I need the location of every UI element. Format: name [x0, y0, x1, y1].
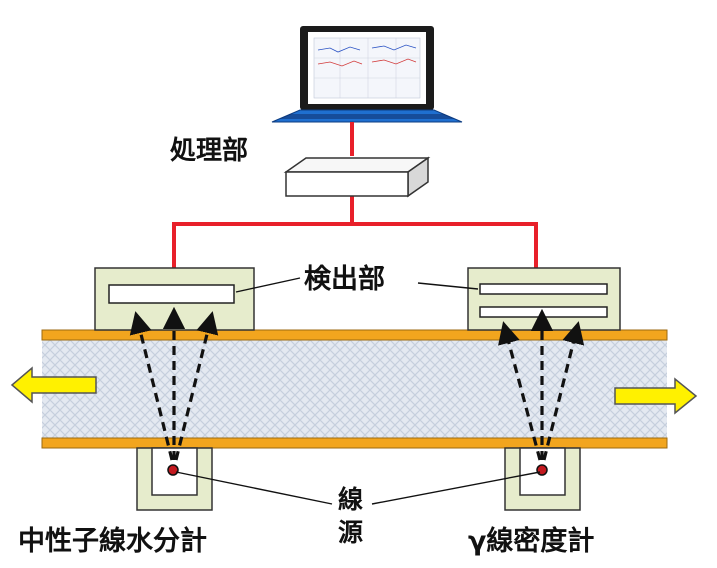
- gamma-detector-box: [467, 267, 621, 331]
- gamma-detector-element-1: [479, 283, 608, 295]
- inflow-arrow-right: [614, 377, 698, 415]
- neutron-radiation-arrows: [129, 306, 219, 461]
- neutron-source-holder: [136, 447, 213, 511]
- gamma-radiation-arrows: [498, 308, 585, 461]
- leader-line-detector-right: [417, 282, 479, 290]
- pipe: [41, 329, 668, 449]
- pipe-top-wall: [41, 329, 668, 341]
- gamma-density-meter-label: γ線密度計: [468, 526, 595, 557]
- signal-line-detectors: [172, 222, 538, 268]
- source-label-line2: 源: [338, 518, 364, 547]
- source-label-line1: 線: [338, 485, 364, 514]
- radiation-arrow: [542, 321, 585, 461]
- gamma-source-dot: [536, 464, 548, 476]
- gamma-detector-element-2: [479, 306, 608, 318]
- processing-unit-box: [283, 156, 431, 198]
- signal-lines: [172, 122, 538, 268]
- leader-line-detector-left: [235, 277, 301, 293]
- leader-line-source-right: [371, 471, 541, 505]
- radiation-arrow: [498, 321, 542, 461]
- laptop-computer: [271, 26, 463, 123]
- radiation-arrow: [174, 311, 219, 461]
- neutron-moisture-meter-label: 中性子線水分計: [18, 526, 207, 557]
- neutron-source-dot: [167, 464, 179, 476]
- neutron-detector-element: [108, 284, 235, 304]
- neutron-detector-box: [94, 267, 255, 331]
- leader-lines: [175, 277, 541, 505]
- processing-unit-label: 処理部: [170, 136, 249, 166]
- radiation-arrow: [129, 311, 174, 461]
- pipe-interior: [42, 340, 667, 438]
- pipe-bottom-wall: [41, 437, 668, 449]
- outflow-arrow-left: [10, 366, 97, 404]
- detector-unit-label: 検出部: [304, 264, 385, 295]
- leader-line-source-left: [175, 471, 333, 505]
